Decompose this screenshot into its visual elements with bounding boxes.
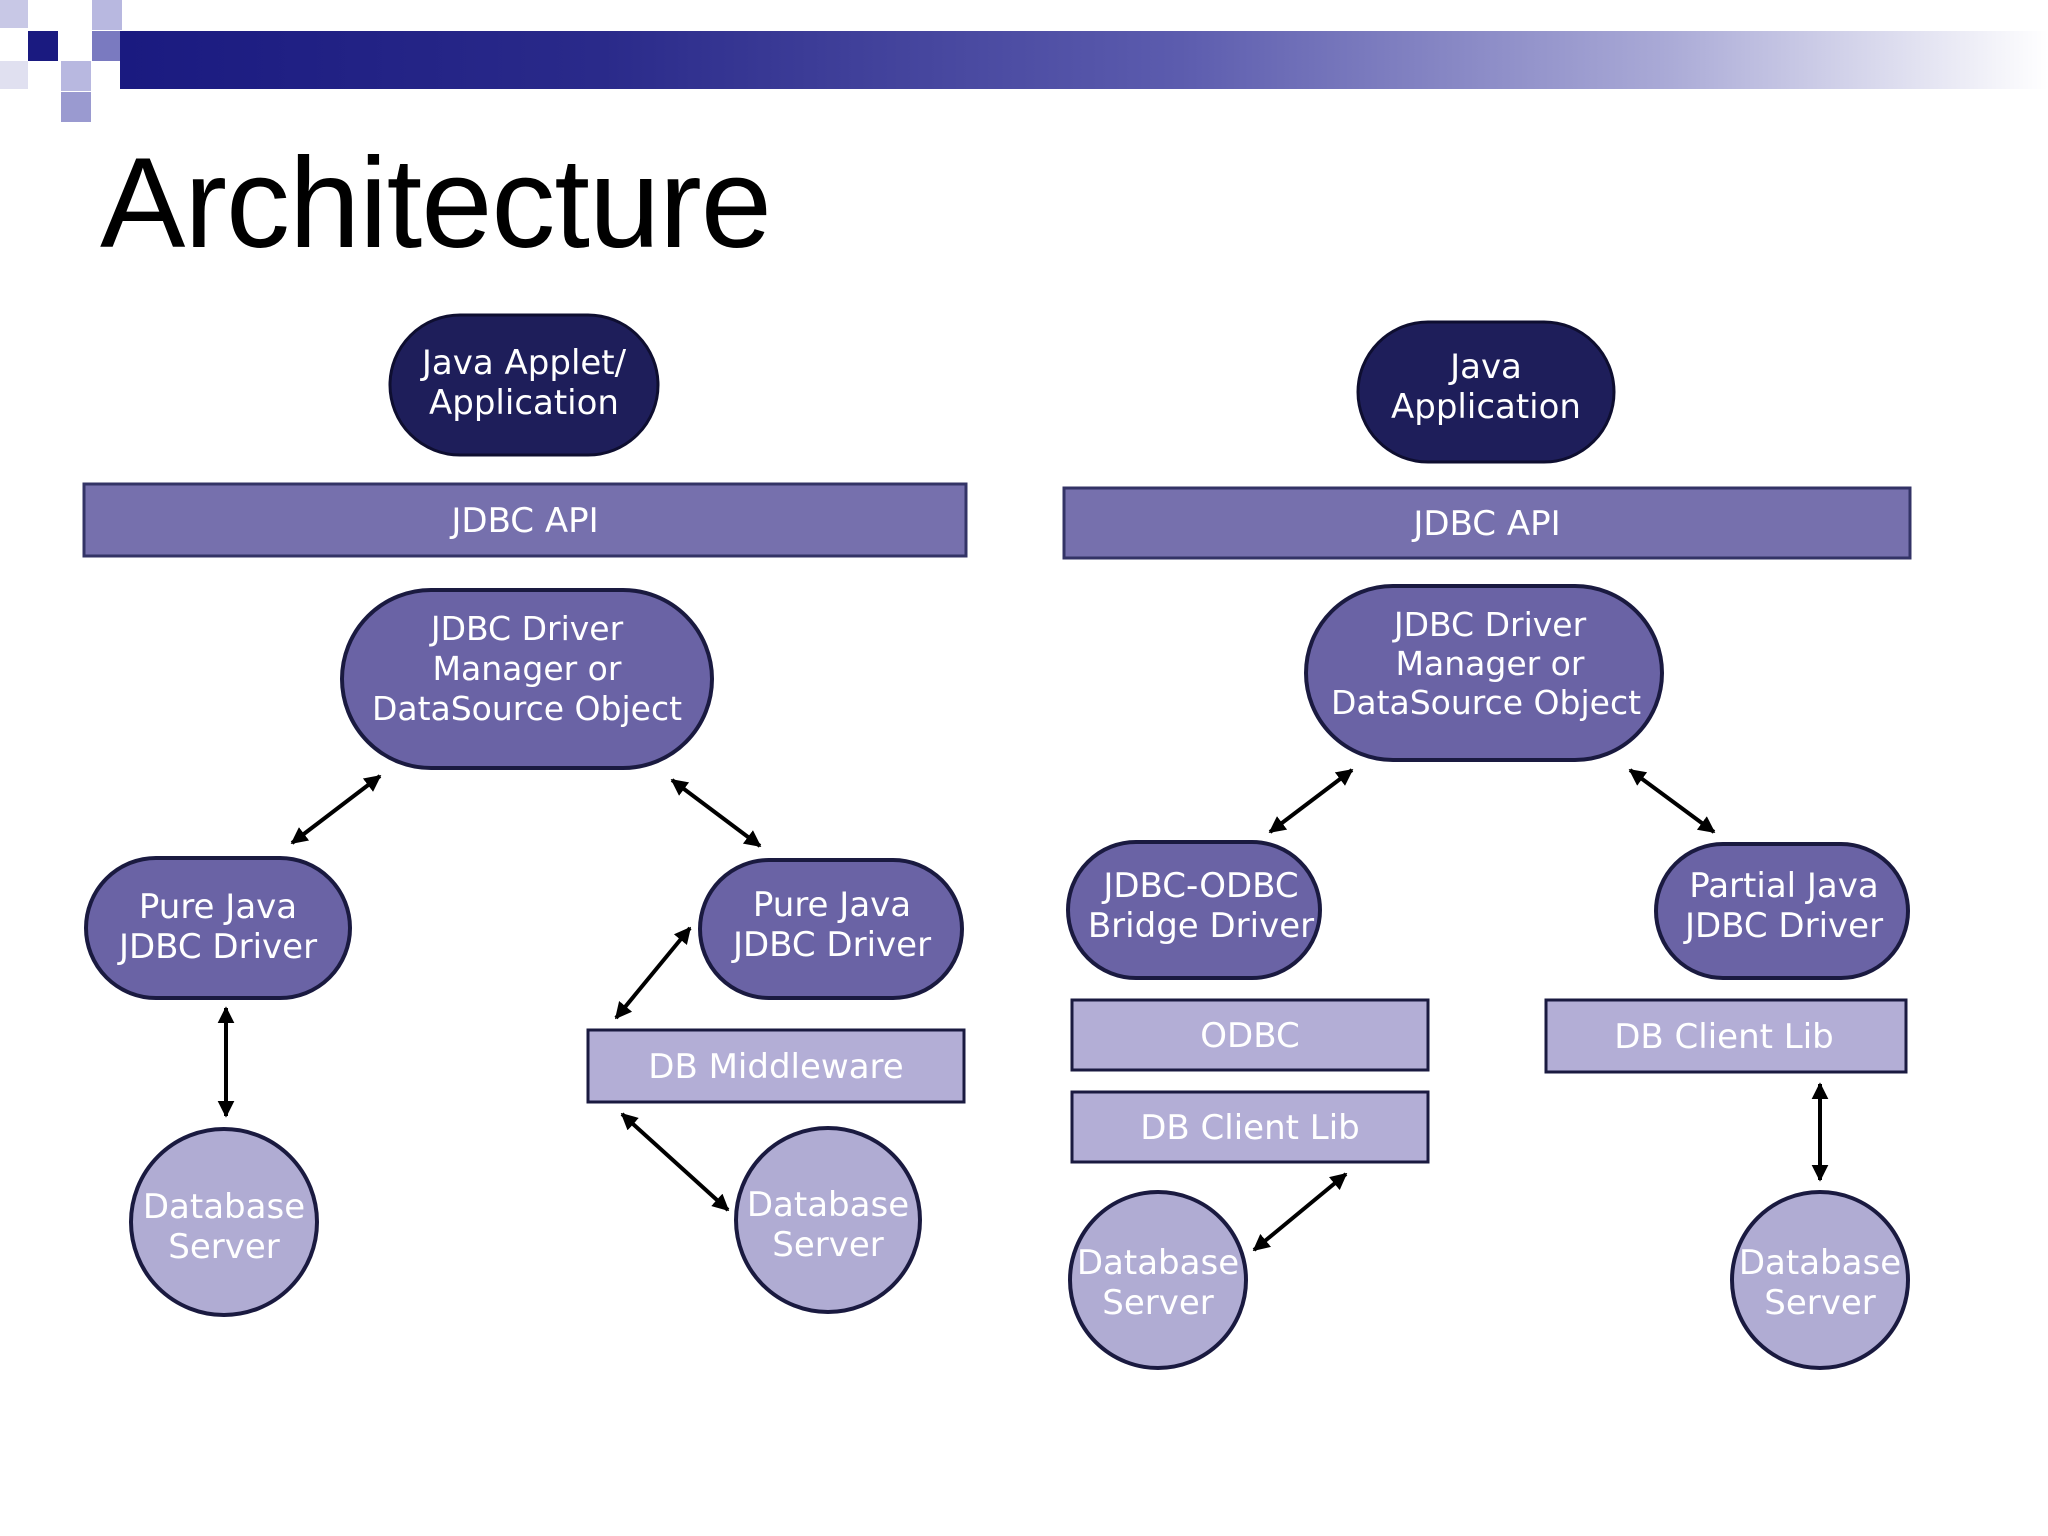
right-manager-line2: Manager or [1396, 644, 1585, 683]
right-bridge-line2: Bridge Driver [1088, 906, 1314, 946]
left-driver-manager-node: JDBC Driver Manager or DataSource Object [340, 588, 714, 770]
decor-square [92, 31, 122, 61]
slide-title: Architecture [100, 132, 772, 275]
right-client-lib-a-box: DB Client Lib [1070, 1090, 1430, 1164]
left-arrow-driver-b-middleware [614, 926, 692, 1020]
right-client-lib-b-box: DB Client Lib [1544, 998, 1908, 1074]
left-arrow-manager-driver-b [670, 778, 762, 848]
right-partial-driver-node: Partial Java JDBC Driver [1654, 842, 1910, 980]
right-partial-line2: JDBC Driver [1683, 906, 1883, 946]
left-diagram: Java Applet/ Application JDBC API JDBC D… [82, 313, 968, 1317]
left-pure-java-driver-a: Pure Java JDBC Driver [84, 856, 352, 1000]
decor-square [61, 61, 91, 91]
right-diagram: Java Application JDBC API JDBC Driver Ma… [1062, 320, 1912, 1370]
left-manager-line3: DataSource Object [372, 689, 682, 728]
left-manager-line1: JDBC Driver [429, 609, 624, 648]
right-arrow-client-lib-database [1252, 1172, 1348, 1252]
right-database-b-line2: Server [1764, 1283, 1876, 1323]
left-driver-b-line1: Pure Java [753, 885, 911, 925]
right-arrow-manager-partial [1628, 768, 1716, 834]
right-driver-manager-node: JDBC Driver Manager or DataSource Object [1304, 584, 1664, 762]
left-database-b: Database Server [734, 1126, 922, 1314]
right-database-a-line2: Server [1102, 1283, 1214, 1323]
right-bridge-line1: JDBC-ODBC [1101, 866, 1298, 906]
right-database-b-line1: Database [1739, 1243, 1901, 1283]
right-partial-line1: Partial Java [1689, 866, 1878, 906]
left-driver-b-line2: JDBC Driver [731, 925, 931, 965]
left-application-node: Java Applet/ Application [388, 313, 660, 457]
right-application-line1: Java [1448, 347, 1522, 387]
left-db-middleware-box: DB Middleware [586, 1028, 966, 1104]
right-database-a-line1: Database [1077, 1243, 1239, 1283]
left-driver-a-line2: JDBC Driver [117, 927, 317, 967]
decor-square [92, 0, 122, 30]
left-application-line2: Application [429, 383, 619, 423]
right-bridge-driver-node: JDBC-ODBC Bridge Driver [1066, 840, 1322, 980]
left-database-b-line2: Server [772, 1225, 884, 1265]
left-arrow-manager-driver-a [290, 774, 382, 845]
left-application-line1: Java Applet/ [420, 343, 627, 383]
left-jdbc-api-bar: JDBC API [82, 482, 968, 558]
right-manager-line1: JDBC Driver [1392, 605, 1587, 644]
left-driver-a-line1: Pure Java [139, 887, 297, 927]
right-odbc-box: ODBC [1070, 998, 1430, 1072]
left-middleware-label: DB Middleware [648, 1047, 903, 1087]
decor-square [0, 61, 28, 89]
right-client-lib-b-label: DB Client Lib [1614, 1017, 1834, 1057]
right-client-lib-a-label: DB Client Lib [1140, 1108, 1360, 1148]
right-jdbc-api-bar: JDBC API [1062, 486, 1912, 560]
left-arrow-middleware-database [620, 1112, 730, 1212]
left-pure-java-driver-b: Pure Java JDBC Driver [698, 858, 964, 1000]
right-database-b: Database Server [1730, 1190, 1910, 1370]
right-arrow-manager-bridge [1268, 768, 1354, 834]
right-odbc-label: ODBC [1200, 1016, 1299, 1056]
left-database-b-line1: Database [747, 1185, 909, 1225]
left-manager-line2: Manager or [433, 649, 622, 688]
left-jdbc-api-label: JDBC API [449, 501, 598, 541]
left-database-a: Database Server [129, 1127, 319, 1317]
right-application-line2: Application [1391, 387, 1581, 427]
left-database-a-line2: Server [168, 1227, 280, 1267]
right-manager-line3: DataSource Object [1331, 683, 1641, 722]
left-database-a-line1: Database [143, 1187, 305, 1227]
decor-square [61, 92, 91, 122]
title-gradient-bar [120, 31, 2048, 89]
decor-square [0, 0, 28, 28]
right-jdbc-api-label: JDBC API [1411, 504, 1560, 544]
right-database-a: Database Server [1068, 1190, 1248, 1370]
right-application-node: Java Application [1356, 320, 1616, 464]
decor-square [28, 31, 58, 61]
